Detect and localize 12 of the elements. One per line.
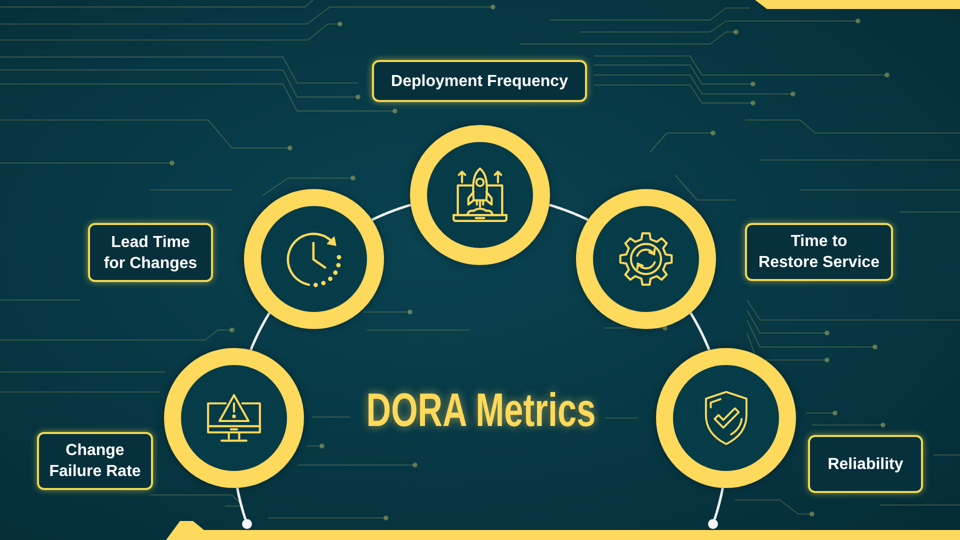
connector-line: [372, 204, 412, 221]
connector-line: [713, 487, 724, 520]
metric-label: Reliability: [808, 435, 923, 493]
metric-label: Time to Restore Service: [745, 223, 893, 281]
metric-label: Change Failure Rate: [37, 432, 153, 490]
connector-line: [236, 487, 247, 520]
connector-line: [690, 312, 710, 350]
title: DORA Metrics: [366, 386, 596, 433]
metric-label: Lead Time for Changes: [88, 223, 213, 282]
connector-line: [548, 204, 588, 221]
metric-label: Deployment Frequency: [372, 60, 587, 102]
connector-line: [250, 312, 270, 350]
